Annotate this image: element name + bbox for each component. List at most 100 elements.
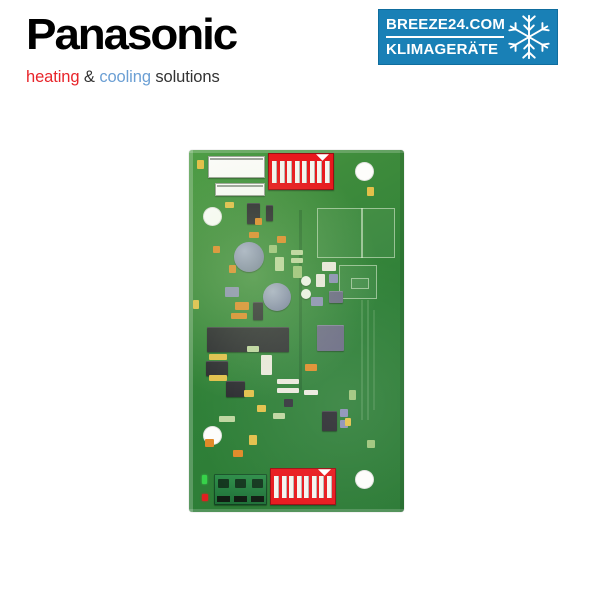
dip-switch-bottom-8[interactable] — [326, 476, 332, 498]
breeze24-category-label: KLIMAGERÄTE — [386, 41, 499, 58]
silkscreen-zone-2 — [361, 208, 395, 258]
tagline-ampersand: & — [79, 68, 100, 86]
breeze24-divider — [386, 36, 504, 38]
smd-component-5 — [229, 265, 236, 273]
terminal-block[interactable] — [214, 474, 267, 505]
ic-small-6 — [322, 411, 337, 431]
terminal-slot-3 — [251, 496, 264, 502]
capacitor-white-3 — [261, 355, 272, 375]
terminal-screw-3[interactable] — [252, 479, 263, 488]
smd-component-12 — [193, 300, 199, 309]
capacitor-white-1 — [301, 276, 311, 286]
dip-switch-top-3[interactable] — [287, 161, 293, 183]
board-edge-right — [400, 150, 404, 512]
ic-small-5 — [253, 302, 263, 320]
dip-switch-top-6[interactable] — [309, 161, 315, 183]
dip-switch-bottom-1[interactable] — [274, 476, 279, 498]
tagline-heating: heating — [26, 68, 80, 86]
smd-component-14 — [367, 440, 375, 448]
mounting-hole-bottom-right — [355, 470, 374, 489]
pcb-circuit-board[interactable] — [189, 150, 404, 512]
smd-component-28 — [219, 416, 235, 422]
smd-component-19 — [275, 257, 284, 271]
smd-component-25 — [277, 388, 299, 393]
terminal-slot-1 — [217, 496, 230, 502]
smd-component-39 — [255, 218, 262, 225]
tagline-cooling: cooling — [99, 68, 151, 86]
silkscreen-zone-4 — [351, 278, 369, 289]
dip-switch-bottom-3[interactable] — [289, 476, 295, 498]
board-edge-left — [189, 150, 193, 512]
ic-microcontroller — [317, 325, 344, 351]
board-edge-bottom — [189, 509, 404, 512]
breeze24-domain-label: BREEZE24.COM — [386, 16, 506, 33]
smd-component-34 — [244, 390, 254, 397]
mounting-hole-top-right — [355, 162, 374, 181]
copper-trace-v3 — [373, 310, 375, 410]
smd-component-13 — [367, 187, 374, 196]
ribbon-connector-2[interactable] — [215, 183, 265, 196]
smd-component-15 — [284, 399, 293, 407]
panasonic-logo: Panasonic heating & cooling solutions — [26, 12, 266, 87]
smd-component-2 — [225, 202, 234, 208]
dip-switch-bottom-6[interactable] — [311, 476, 317, 498]
capacitor-large-2 — [263, 283, 291, 311]
capacitor-white-2 — [301, 289, 311, 299]
capacitor-white-4 — [316, 274, 325, 287]
dip-switch-top[interactable] — [268, 153, 334, 190]
dip-switch-bottom[interactable] — [270, 468, 336, 505]
copper-trace-v4 — [299, 210, 302, 390]
ic-small-2 — [226, 381, 245, 397]
smd-component-27 — [233, 450, 243, 457]
smd-component-23 — [304, 390, 318, 395]
smd-component-6 — [231, 313, 247, 319]
dip-switch-top-2[interactable] — [279, 161, 285, 183]
smd-component-26 — [249, 435, 257, 445]
smd-component-7 — [235, 302, 249, 310]
snowflake-icon — [508, 14, 550, 60]
board-edge-top — [189, 150, 404, 153]
dip-switch-bottom-5[interactable] — [304, 476, 310, 498]
smd-component-4 — [277, 236, 286, 243]
breeze24-logo[interactable]: BREEZE24.COM KLIMAGERÄTE — [378, 9, 558, 65]
smd-component-22 — [269, 245, 277, 253]
smd-component-21 — [291, 258, 303, 263]
ic-small-1 — [206, 361, 228, 376]
panasonic-wordmark: Panasonic — [26, 10, 238, 59]
smd-component-40 — [213, 246, 220, 253]
smd-component-35 — [257, 405, 266, 412]
dip-switch-bottom-2[interactable] — [281, 476, 287, 498]
led-red — [202, 494, 208, 501]
dip-switch-top-1[interactable] — [272, 161, 277, 183]
smd-component-9 — [209, 354, 227, 360]
smd-component-36 — [273, 413, 285, 419]
copper-trace-v1 — [361, 300, 363, 420]
silkscreen-zone-3 — [339, 265, 377, 299]
dip-switch-top-bank[interactable] — [272, 161, 330, 183]
mounting-hole-top-left — [203, 207, 222, 226]
dip-switch-top-on-arrow-icon — [316, 154, 329, 161]
smd-component-17 — [340, 420, 348, 428]
led-green — [202, 475, 207, 484]
dip-switch-bottom-7[interactable] — [319, 476, 325, 498]
dip-switch-top-8[interactable] — [324, 161, 330, 183]
silkscreen-zone-1 — [317, 208, 363, 258]
ribbon-connector-1[interactable] — [208, 156, 265, 178]
smd-component-3 — [249, 232, 259, 238]
panasonic-tagline: heating & cooling solutions — [26, 68, 266, 86]
capacitor-large-1 — [234, 242, 264, 272]
terminal-screw-1[interactable] — [218, 479, 229, 488]
smd-component-29 — [247, 346, 259, 352]
smd-component-18 — [329, 274, 338, 283]
dip-switch-top-4[interactable] — [294, 161, 300, 183]
dip-switch-bottom-on-arrow-icon — [318, 469, 331, 476]
dip-switch-bottom-bank[interactable] — [274, 476, 332, 498]
smd-component-33 — [322, 262, 336, 271]
smd-component-32 — [293, 266, 302, 278]
dip-switch-bottom-4[interactable] — [296, 476, 302, 498]
dip-switch-top-5[interactable] — [302, 161, 308, 183]
terminal-screw-2[interactable] — [235, 479, 246, 488]
smd-component-31 — [311, 297, 323, 306]
terminal-slot-2 — [234, 496, 247, 502]
dip-switch-top-7[interactable] — [317, 161, 323, 183]
